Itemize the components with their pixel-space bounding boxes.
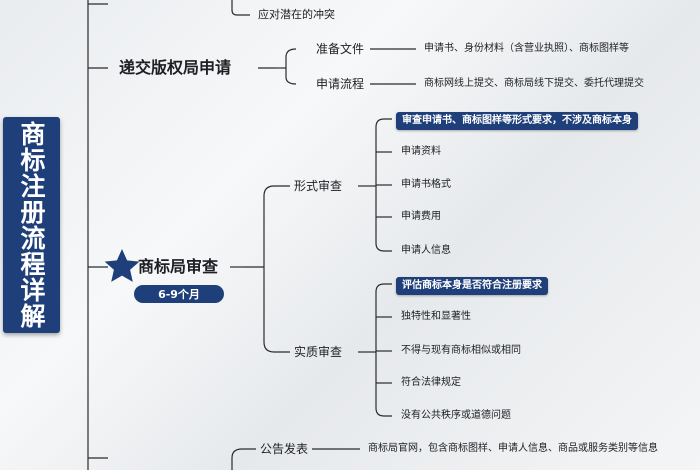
documents-detail: 申请书、身份材料（含营业执照）、商标图样等	[424, 43, 629, 54]
formal-item: 申请资料	[401, 146, 441, 157]
substantive-item-highlight: 评估商标本身是否符合注册要求	[396, 277, 548, 295]
review-node: 商标局审查	[138, 257, 219, 276]
formal-item: 申请书格式	[401, 179, 451, 190]
review-fork	[263, 185, 290, 353]
formal-review-node: 形式审查	[294, 179, 343, 193]
period-badge: 6-9个月	[134, 285, 224, 303]
announcement-fork	[231, 448, 256, 470]
announcement-node: 公告发表	[260, 442, 309, 456]
documents-node: 准备文件	[316, 42, 365, 56]
page-title: 商标注册流程详解	[17, 121, 46, 329]
top-item: 应对潜在的冲突	[258, 8, 335, 21]
procedure-node: 申请流程	[316, 77, 365, 91]
star-icon	[104, 249, 140, 282]
announcement-detail: 商标局官网，包含商标图样、申请人信息、商品或服务类别等信息	[368, 443, 658, 454]
submit-fork	[285, 48, 297, 85]
substantive-review-node: 实质审查	[294, 345, 343, 359]
formal-item-highlight: 审查申请书、商标图样等形式要求，不涉及商标本身	[396, 112, 638, 130]
formal-item: 申请费用	[401, 211, 441, 222]
title-box: 商标注册流程详解	[3, 117, 60, 333]
substantive-item: 符合法律规定	[401, 377, 461, 388]
substantive-item: 不得与现有商标相似或相同	[401, 345, 521, 356]
substantive-item: 没有公共秩序或道德问题	[401, 410, 511, 421]
submit-node: 递交版权局申请	[119, 58, 232, 77]
substantive-item: 独特性和显著性	[401, 311, 471, 322]
formal-item: 申请人信息	[401, 245, 451, 256]
top-item-connector	[231, 0, 250, 16]
procedure-detail: 商标网线上提交、商标局线下提交、委托代理提交	[424, 78, 644, 89]
substantive-fork	[375, 283, 392, 417]
